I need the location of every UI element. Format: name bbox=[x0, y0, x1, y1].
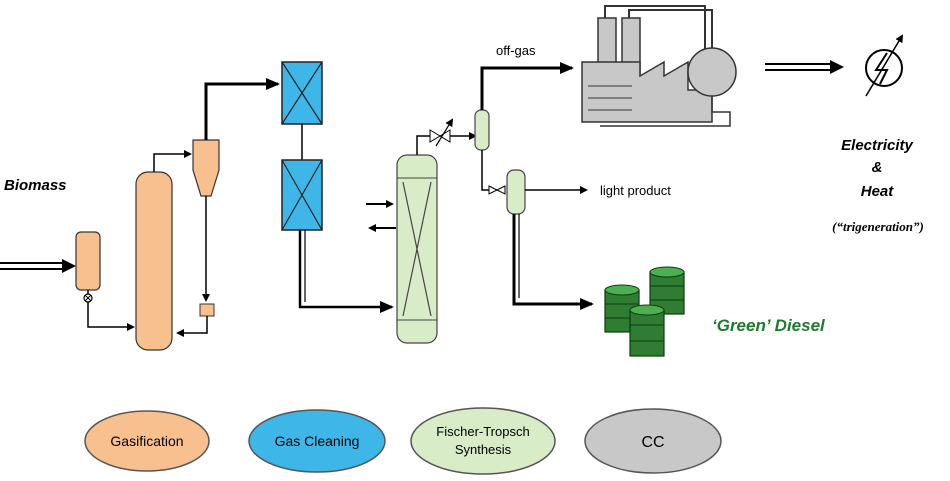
valve-2-icon bbox=[488, 185, 506, 195]
solids-return-line bbox=[176, 316, 208, 337]
gasifier-gas-outlet bbox=[153, 150, 192, 172]
generator-icon bbox=[865, 34, 904, 97]
off-gas-label: off-gas bbox=[496, 43, 536, 58]
gas-cleaning-unit-1 bbox=[281, 61, 323, 125]
trigeneration-label: (“trigeneration”) bbox=[832, 219, 924, 234]
legend-cc-label: CC bbox=[641, 434, 664, 451]
legend-gasification-label: Gasification bbox=[110, 433, 183, 449]
gasifier-vessel bbox=[135, 171, 173, 351]
light-product-label: light product bbox=[600, 183, 671, 198]
reactor-outlet-line bbox=[416, 135, 430, 155]
power-plant-icon bbox=[581, 5, 737, 127]
biomass-input-arrow bbox=[0, 259, 76, 273]
diesel-drums-icon bbox=[604, 266, 685, 357]
legend-gas-cleaning-label: Gas Cleaning bbox=[275, 433, 360, 449]
biomass-label: Biomass bbox=[4, 177, 67, 194]
legend-fischer-tropsch: Fischer-Tropsch Synthesis bbox=[410, 407, 556, 475]
legend-ft-line1: Fischer-Tropsch bbox=[436, 424, 529, 439]
green-diesel-label: ‘Green’ Diesel bbox=[712, 316, 826, 335]
heat-label: Heat bbox=[861, 183, 895, 200]
legend-ft-line2: Synthesis bbox=[455, 442, 512, 457]
legend-gas-cleaning: Gas Cleaning bbox=[248, 409, 386, 473]
power-output-arrow bbox=[765, 60, 844, 74]
feed-valve-icon bbox=[83, 290, 93, 303]
solids-collector bbox=[199, 303, 215, 317]
cyclone-gas-outlet bbox=[204, 78, 280, 140]
separator-2 bbox=[506, 169, 526, 215]
electricity-label: Electricity bbox=[841, 137, 913, 154]
ampersand-label: & bbox=[872, 159, 883, 176]
cyclone bbox=[192, 139, 220, 197]
ft-reactor bbox=[396, 154, 438, 344]
control-valve-icon bbox=[429, 118, 454, 147]
diesel-line bbox=[512, 214, 594, 310]
separator-1 bbox=[474, 109, 490, 151]
legend-cc: CC bbox=[584, 408, 722, 474]
separator-1-bottom-line bbox=[481, 150, 497, 191]
syngas-to-reactor-line bbox=[298, 230, 394, 313]
off-gas-line bbox=[480, 62, 574, 110]
legend-gasification: Gasification bbox=[84, 410, 210, 472]
feed-line bbox=[87, 302, 135, 331]
feed-hopper bbox=[75, 231, 101, 291]
gas-cleaning-unit-2 bbox=[281, 159, 323, 231]
